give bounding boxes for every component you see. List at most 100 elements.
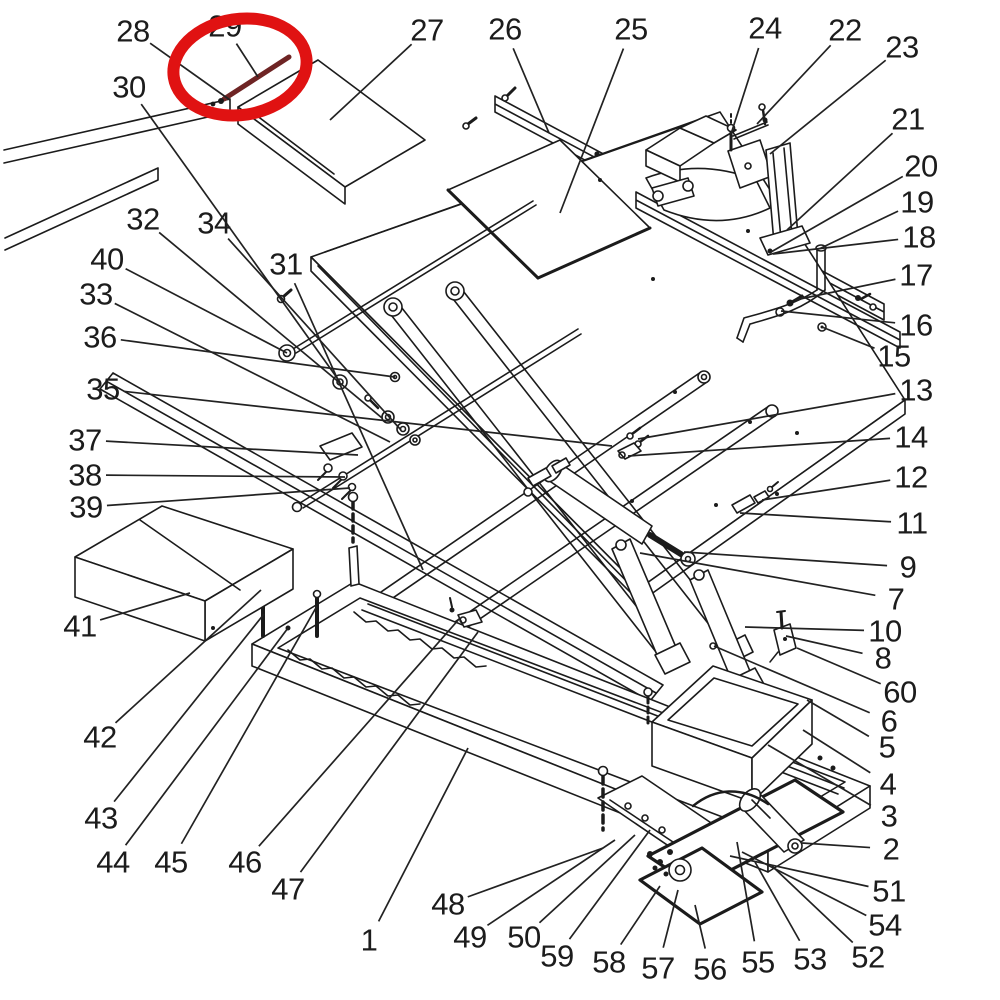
part-label-7: 7 <box>888 582 905 617</box>
leader-line-24 <box>730 47 760 135</box>
leader-line-19 <box>818 210 899 250</box>
leader-line-30 <box>140 103 341 383</box>
leader-line-16 <box>780 310 896 324</box>
part-label-39: 39 <box>69 490 102 525</box>
part-label-19: 19 <box>900 185 933 220</box>
leader-line-8 <box>785 635 863 655</box>
leader-line-56 <box>694 904 707 949</box>
part-label-25: 25 <box>614 12 647 47</box>
part-label-56: 56 <box>693 952 726 987</box>
leader-line-42 <box>114 589 262 724</box>
part-label-49: 49 <box>453 920 486 955</box>
part-label-27: 27 <box>410 13 443 48</box>
part-label-10: 10 <box>868 614 902 649</box>
part-label-9: 9 <box>900 550 917 585</box>
part-label-2: 2 <box>883 832 900 867</box>
clevis-14 <box>617 442 642 460</box>
fastener-cluster <box>647 849 673 877</box>
leader-line-50 <box>538 834 636 924</box>
leader-line-20 <box>770 175 904 253</box>
leader-line-21 <box>786 132 894 231</box>
leader-line-13 <box>637 392 896 440</box>
part-label-43: 43 <box>84 801 117 836</box>
leader-line-45 <box>180 605 318 845</box>
highlight-annotation <box>167 12 313 122</box>
part-label-46: 46 <box>228 845 261 880</box>
part-label-17: 17 <box>899 258 932 293</box>
highlight-ellipse <box>167 12 313 122</box>
leader-line-33 <box>114 302 391 443</box>
line-art <box>3 54 906 926</box>
part-label-11: 11 <box>896 506 927 541</box>
wheel-chock-assembly <box>645 103 811 256</box>
roller-57 <box>668 858 692 882</box>
support-legs <box>611 538 766 699</box>
leader-line-28 <box>149 42 231 101</box>
part-label-54: 54 <box>868 908 902 943</box>
leader-line-36 <box>120 338 396 378</box>
leader-line-4 <box>802 729 871 774</box>
part-label-33: 33 <box>79 277 112 312</box>
part-label-53: 53 <box>793 942 826 977</box>
part-label-36: 36 <box>83 320 116 355</box>
leader-line-48 <box>467 847 604 898</box>
part-label-47: 47 <box>271 872 304 907</box>
leader-line-10 <box>744 626 865 632</box>
leader-line-6 <box>713 645 871 714</box>
leader-line-52 <box>771 865 854 944</box>
rod-29 <box>221 54 292 102</box>
pump-motor <box>691 787 805 854</box>
leader-line-12 <box>761 479 891 501</box>
part-label-5: 5 <box>879 730 896 765</box>
part-label-60: 60 <box>883 675 917 710</box>
pivot-cluster <box>364 394 421 446</box>
leader-line-53 <box>754 861 801 942</box>
part-label-30: 30 <box>112 70 146 105</box>
leader-line-3 <box>767 744 872 807</box>
serrated-strip <box>287 649 421 706</box>
leader-line-25 <box>559 48 625 214</box>
part-label-51: 51 <box>872 874 905 909</box>
part-label-48: 48 <box>431 887 464 922</box>
part-label-44: 44 <box>96 845 130 880</box>
part-label-42: 42 <box>83 720 116 755</box>
leader-line-35 <box>123 390 613 447</box>
part-label-59: 59 <box>540 939 573 974</box>
part-label-31: 31 <box>269 247 302 282</box>
limit-switch <box>769 610 797 663</box>
leader-line-46 <box>258 617 461 847</box>
tabletop-holes <box>598 178 799 507</box>
leader-line-11 <box>739 512 892 523</box>
leader-line-37 <box>105 440 359 456</box>
part-label-16: 16 <box>899 308 932 343</box>
leader-line-1 <box>377 747 469 922</box>
part-label-18: 18 <box>902 220 935 255</box>
leader-line-39 <box>106 487 351 507</box>
part-label-57: 57 <box>641 951 674 986</box>
leader-line-18 <box>772 238 899 255</box>
part-label-21: 21 <box>891 102 924 137</box>
leader-line-54 <box>741 851 867 917</box>
hose-51 <box>691 790 770 808</box>
leader-line-2 <box>801 842 871 849</box>
link-pins <box>527 457 779 514</box>
part-label-35: 35 <box>86 372 119 407</box>
part-label-8: 8 <box>875 641 892 676</box>
part-label-23: 23 <box>885 30 918 65</box>
leader-line-5 <box>806 699 870 738</box>
part-label-26: 26 <box>488 12 521 47</box>
part-label-24: 24 <box>748 11 782 46</box>
leader-line-55 <box>736 841 756 942</box>
part-label-20: 20 <box>904 149 938 184</box>
part-label-50: 50 <box>507 920 541 955</box>
part-label-41: 41 <box>63 609 96 644</box>
leader-line-29 <box>235 43 259 78</box>
part-label-22: 22 <box>828 13 861 48</box>
part-label-6: 6 <box>881 704 898 739</box>
part-label-58: 58 <box>592 945 625 980</box>
power-unit-assembly <box>597 610 845 926</box>
leader-line-15 <box>821 326 875 349</box>
leader-line-27 <box>329 43 413 121</box>
